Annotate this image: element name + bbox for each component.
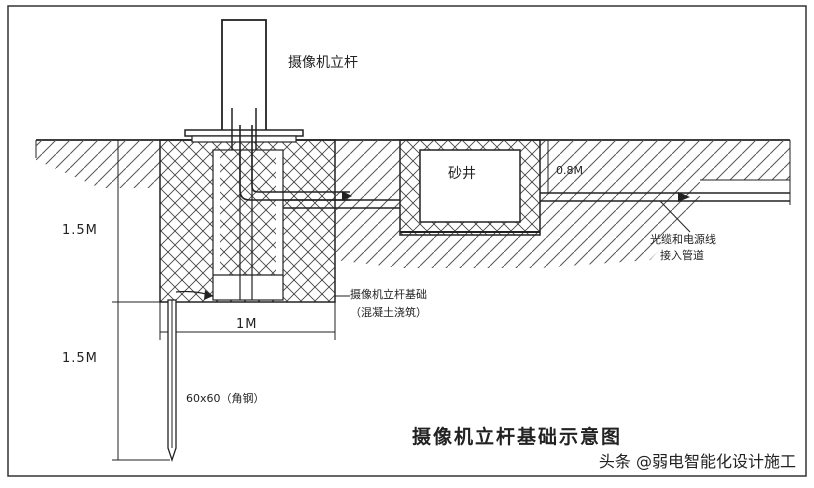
foundation-label-line2: （混凝土浇筑） [350,306,427,319]
dim-lower-label: 1.5M [62,351,98,366]
diagram-title: 摄像机立杆基础示意图 [412,426,623,448]
sand-well-label: 砂井 [448,166,476,182]
frame [7,5,807,477]
camera-pole [221,19,267,133]
pole-label: 摄像机立杆 [288,55,358,71]
dim-width-label: 1M [236,317,258,332]
sand-well-inner [419,149,521,223]
dim-upper-label: 1.5M [62,223,98,238]
ground-rod-label: 60x60（角钢） [186,392,265,405]
soil-right [335,140,790,268]
foundation-label-line1: 摄像机立杆基础 [350,288,427,301]
cable-note-line2: 接入管道 [660,249,704,262]
soil-left [36,140,160,188]
depth-0-8m-label: 0.8M [556,164,583,177]
cable-note-line1: 光缆和电源线 [650,233,716,246]
base-plate [184,129,304,137]
watermark: 头条 @弱电智能化设计施工 [598,452,796,471]
